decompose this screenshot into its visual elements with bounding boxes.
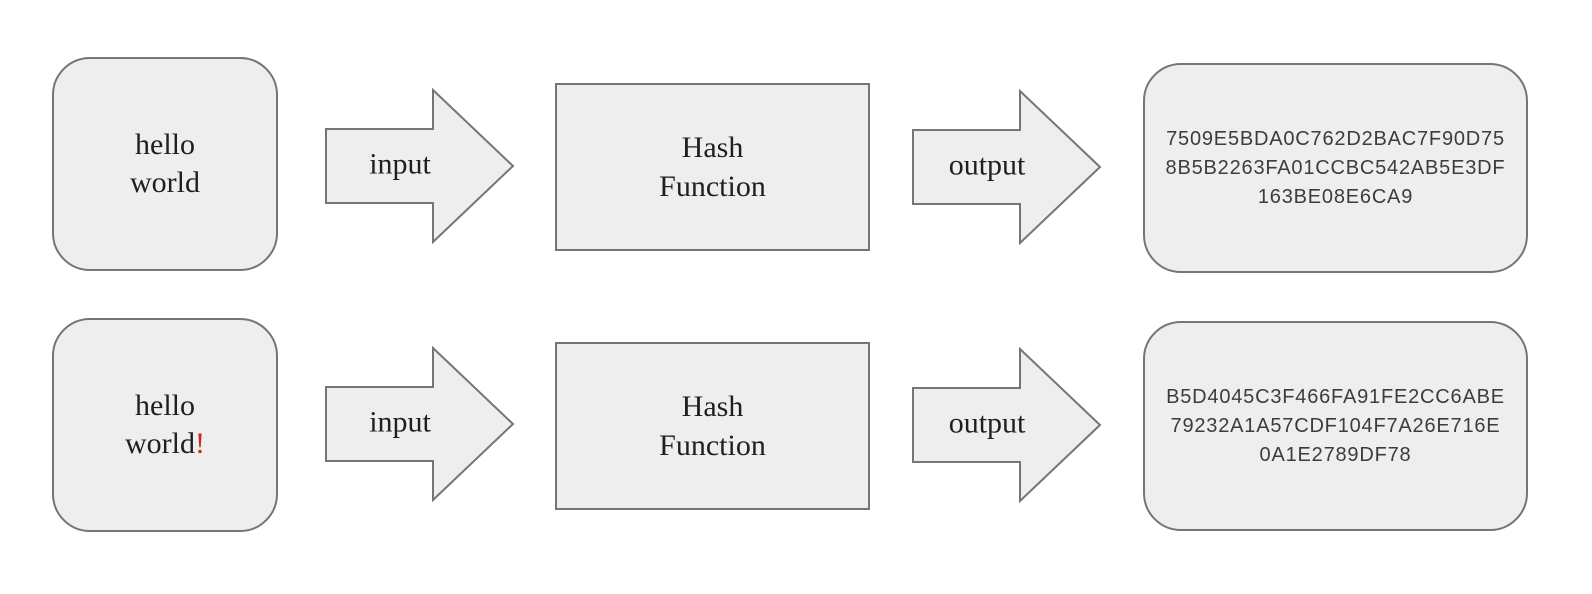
hash-output-line: 0A1E2789DF78: [1259, 443, 1412, 466]
input-arrow: input: [325, 346, 515, 502]
hash-output-box: 7509E5BDA0C762D2BAC7F90D75 8B5B2263FA01C…: [1143, 63, 1528, 273]
input-message-box: hello world: [52, 57, 278, 271]
right-arrow-shape: [325, 346, 515, 502]
right-arrow-shape: [912, 89, 1102, 245]
output-arrow-label: output: [948, 406, 1026, 440]
input-message-line: world: [130, 166, 200, 199]
hash-function-box: Hash Function: [555, 342, 870, 510]
input-arrow-label: input: [369, 147, 431, 181]
input-message-box: hello world!: [52, 318, 278, 532]
input-message-line: world!: [125, 427, 205, 460]
output-arrow: output: [912, 347, 1102, 503]
hash-function-box: Hash Function: [555, 83, 870, 251]
input-arrow: input: [325, 88, 515, 244]
hash-output-line: 8B5B2263FA01CCBC542AB5E3DF: [1165, 156, 1506, 179]
hash-output-line: 163BE08E6CA9: [1257, 185, 1414, 208]
input-arrow-label: input: [369, 405, 431, 439]
hash-output-line: 7509E5BDA0C762D2BAC7F90D75: [1166, 127, 1505, 150]
hash-function-label: Function: [659, 170, 766, 203]
hash-function-label: Function: [659, 429, 766, 462]
changed-character: !: [195, 427, 205, 460]
hash-function-label: Hash: [681, 131, 744, 164]
hash-output-line: B5D4045C3F466FA91FE2CC6ABE: [1166, 385, 1505, 408]
input-message-line: hello: [135, 389, 195, 422]
hash-output-box: B5D4045C3F466FA91FE2CC6ABE 79232A1A57CDF…: [1143, 321, 1528, 531]
hash-output-line: 79232A1A57CDF104F7A26E716E: [1170, 414, 1501, 437]
output-arrow-label: output: [948, 148, 1026, 182]
output-arrow: output: [912, 89, 1102, 245]
right-arrow-shape: [325, 88, 515, 244]
right-arrow-shape: [912, 347, 1102, 503]
hash-function-label: Hash: [681, 390, 744, 423]
input-message-line: hello: [135, 128, 195, 161]
